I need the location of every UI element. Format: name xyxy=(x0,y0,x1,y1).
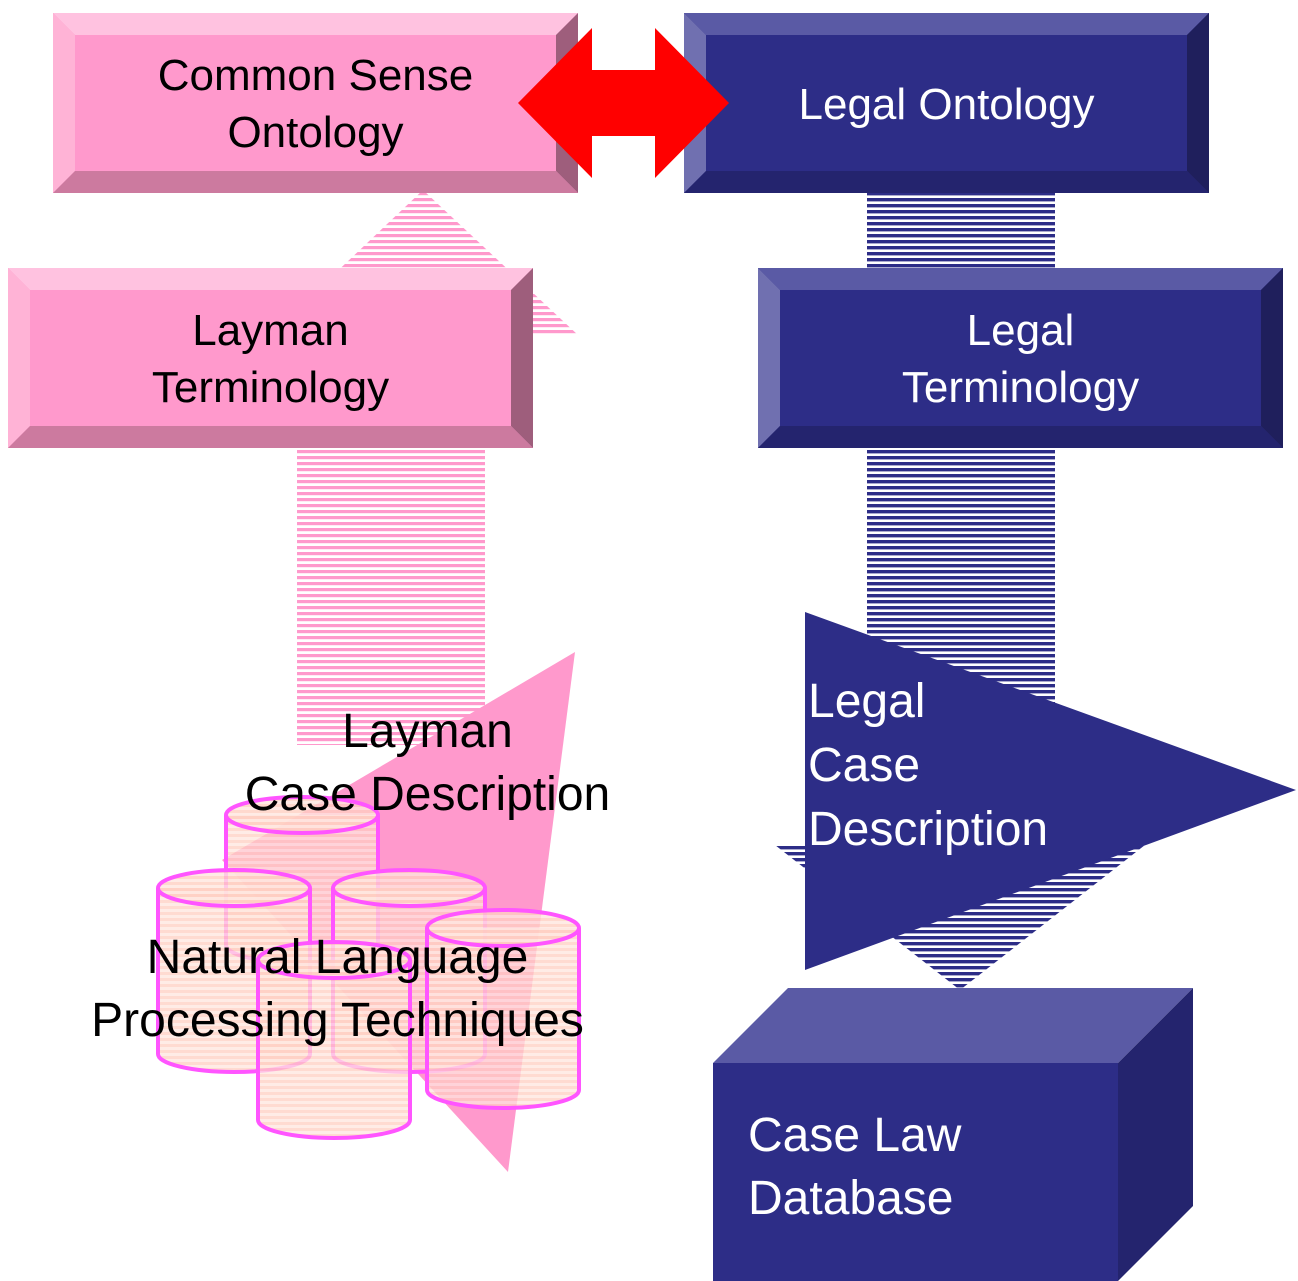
common-sense-ontology-line2: Ontology xyxy=(227,108,404,157)
legal-terminology-box xyxy=(758,268,1283,448)
legal-case-triangle xyxy=(805,612,1296,970)
case-law-database-label: Case Law Database xyxy=(748,1104,1088,1230)
layman-case-description-label: Layman Case Description xyxy=(200,700,655,826)
legal-ontology-text: Legal Ontology xyxy=(798,80,1095,129)
nlp-techniques-label: Natural Language Processing Techniques xyxy=(40,926,635,1052)
legal-case-description-line2: Case xyxy=(808,739,921,792)
layman-terminology-line2: Terminology xyxy=(151,363,390,412)
common-sense-ontology-box xyxy=(53,13,578,193)
case-law-database-line1: Case Law xyxy=(748,1109,962,1162)
legal-case-description-label: Legal Case Description xyxy=(808,670,1128,862)
layman-terminology-line1: Layman xyxy=(192,306,349,355)
case-law-database-box xyxy=(713,988,1193,1281)
legal-terminology-line1: Legal xyxy=(966,306,1075,355)
legal-case-description-line1: Legal xyxy=(808,675,926,728)
nlp-techniques-line1: Natural Language xyxy=(146,931,529,984)
common-sense-ontology-line1: Common Sense xyxy=(157,51,474,100)
legal-terminology-line2: Terminology xyxy=(901,363,1140,412)
legal-terminology-label: Legal Terminology xyxy=(758,302,1283,416)
legal-case-description-line3: Description xyxy=(808,803,1049,856)
layman-case-description-line1: Layman xyxy=(342,705,513,758)
nlp-techniques-line2: Processing Techniques xyxy=(91,994,584,1047)
bidirectional-arrow-icon xyxy=(518,28,729,178)
layman-terminology-box xyxy=(8,268,533,448)
database-cylinders-icon xyxy=(156,795,581,1140)
legal-ontology-label: Legal Ontology xyxy=(684,76,1209,133)
case-law-database-line2: Database xyxy=(748,1172,954,1225)
layman-case-description-line2: Case Description xyxy=(244,768,611,821)
layman-terminology-label: Layman Terminology xyxy=(8,302,533,416)
common-sense-ontology-label: Common Sense Ontology xyxy=(53,47,578,161)
